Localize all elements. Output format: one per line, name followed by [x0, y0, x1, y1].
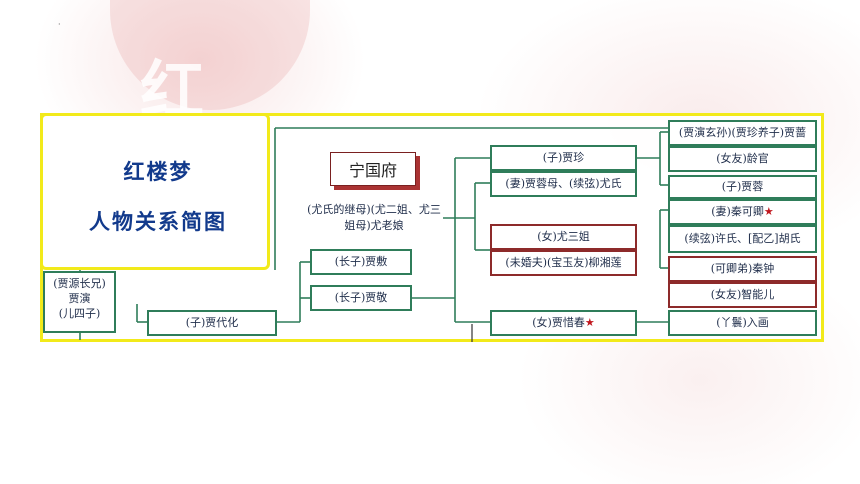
node-youlaoniang: (尤氏的继母)(尤二姐、尤三姐母)尤老娘: [307, 203, 441, 232]
node-zhinenger: (女友)智能儿: [668, 282, 817, 308]
node-yousanjie: (女)尤三姐: [490, 224, 637, 250]
node-jiaxichun-label: (女)贾惜春: [532, 315, 585, 329]
node-jiaqiang: (贾演玄孙)(贾珍养子)贾蔷: [668, 120, 817, 146]
star-icon: ★: [584, 315, 595, 329]
star-icon: ★: [763, 204, 774, 218]
node-xushi: (续弦)许氏、[配乙]胡氏: [668, 225, 817, 253]
node-lingguan: (女友)龄官: [668, 146, 817, 172]
title-line-2: 人物关系简图: [89, 210, 227, 234]
title-line-1: 红楼梦: [123, 160, 193, 184]
node-qinkeqing: (妻)秦可卿★: [668, 199, 817, 225]
node-qinzhong: (可卿弟)秦钟: [668, 256, 817, 282]
node-qinkeqing-label: (妻)秦可卿: [711, 204, 764, 218]
node-jiayan: (贾源长兄) 贾演 (儿四子): [43, 271, 116, 333]
node-jiayan-line1: (贾源长兄): [53, 277, 106, 290]
node-youshi: (妻)贾蓉母、(续弦)尤氏: [490, 171, 637, 197]
dot-mark: ·: [58, 20, 61, 29]
diagram-title-box: 红楼梦 人物关系简图: [40, 113, 270, 270]
node-jiayan-line2: 贾演: [68, 291, 91, 305]
node-jiaxichun: (女)贾惜春★: [490, 310, 637, 336]
house-label: 宁国府: [330, 152, 416, 186]
node-ruhua: (丫鬟)入画: [668, 310, 817, 336]
node-jiadaihua: (子)贾代化: [147, 310, 277, 336]
node-jiazhen: (子)贾珍: [490, 145, 637, 171]
node-jiajing: (长子)贾敬: [310, 285, 412, 311]
node-liuxianglian: (未婚夫)(宝玉友)柳湘莲: [490, 250, 637, 276]
node-jiarong: (子)贾蓉: [668, 175, 817, 199]
node-jiayan-line3: (儿四子): [58, 306, 101, 320]
node-jiafu: (长子)贾敷: [310, 249, 412, 275]
